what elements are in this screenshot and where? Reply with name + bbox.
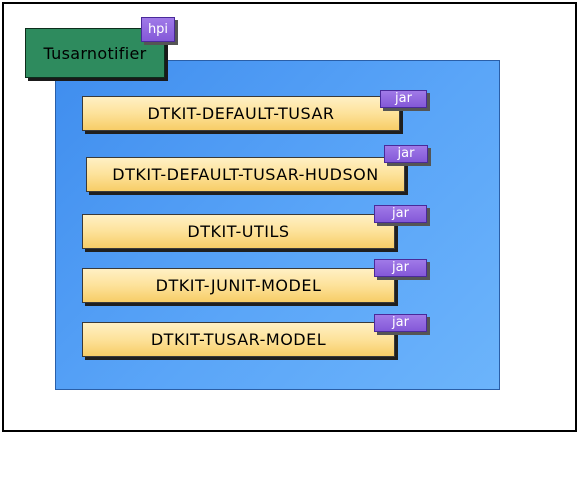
module-label: DTKIT-TUSAR-MODEL [150, 330, 327, 349]
module-dtkit-default-tusar: DTKIT-DEFAULT-TUSAR [82, 96, 400, 131]
jar-tag: jar [374, 259, 427, 277]
hpi-tag: hpi [141, 17, 175, 42]
jar-tag: jar [374, 205, 427, 223]
module-label: DTKIT-DEFAULT-TUSAR [147, 104, 335, 123]
jar-tag: jar [380, 90, 427, 108]
module-label: DTKIT-UTILS [187, 222, 290, 241]
module-dtkit-junit-model: DTKIT-JUNIT-MODEL [82, 268, 395, 303]
module-dtkit-default-tusar-hudson: DTKIT-DEFAULT-TUSAR-HUDSON [86, 157, 405, 192]
module-label: DTKIT-JUNIT-MODEL [155, 276, 322, 295]
plugin-title: Tusarnotifier [43, 43, 147, 63]
module-label: DTKIT-DEFAULT-TUSAR-HUDSON [112, 165, 379, 184]
plugin-title-box: Tusarnotifier [25, 28, 165, 78]
jar-tag: jar [384, 145, 428, 163]
module-dtkit-tusar-model: DTKIT-TUSAR-MODEL [82, 322, 395, 357]
module-dtkit-utils: DTKIT-UTILS [82, 214, 395, 249]
jar-tag: jar [374, 314, 427, 332]
